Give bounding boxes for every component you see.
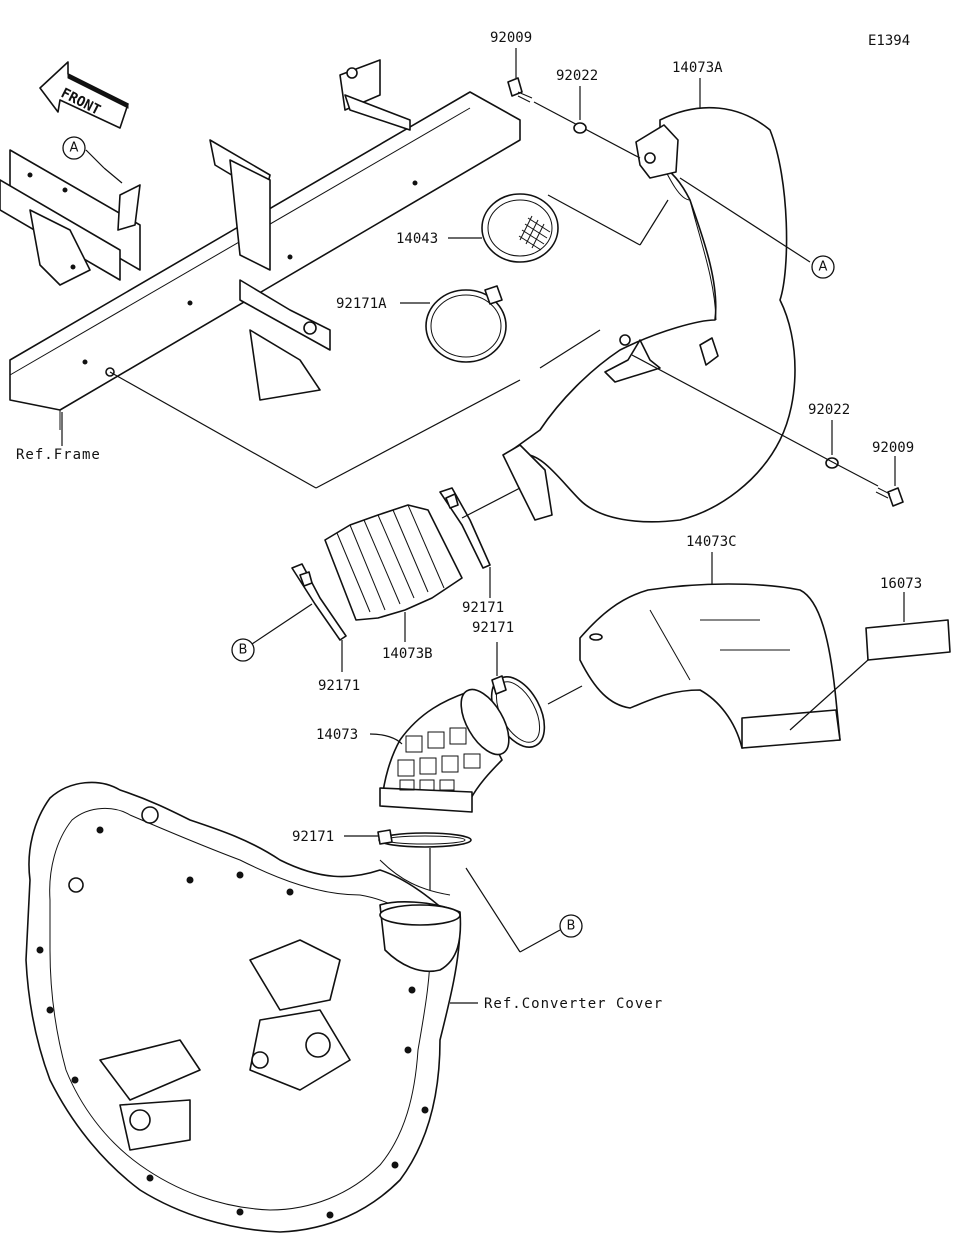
label-92022-right: 92022 <box>808 402 850 418</box>
sticker-16073 <box>865 619 951 661</box>
callout-b-bottom <box>559 914 583 938</box>
callout-b-left <box>231 638 255 662</box>
screw-92009-right <box>875 487 904 507</box>
bellows-14073b <box>324 504 463 621</box>
clamp-92171-left <box>291 563 347 641</box>
label-92009-top: 92009 <box>490 30 532 46</box>
front-arrow-icon: FRONT <box>39 61 129 129</box>
label-92171-upper: 92171 <box>462 600 504 616</box>
screen-14043 <box>481 193 559 263</box>
svg-text:B: B <box>239 643 248 658</box>
svg-text:A: A <box>819 260 828 275</box>
screw-92009-top <box>507 77 533 103</box>
label-92171-bottom: 92171 <box>292 829 334 845</box>
label-14043: 14043 <box>396 231 438 247</box>
svg-text:B: B <box>567 919 576 934</box>
clamp-92171-bottom <box>377 829 472 848</box>
duct-14073c <box>579 583 841 749</box>
label-14073: 14073 <box>316 727 358 743</box>
washer-92022-top <box>573 122 587 134</box>
label-92171a: 92171A <box>336 296 387 312</box>
callout-a-left <box>62 136 86 160</box>
ref-frame-label: Ref.Frame <box>16 447 101 463</box>
label-16073: 16073 <box>880 576 922 592</box>
clamp-92171a <box>425 285 507 363</box>
label-14073a: 14073A <box>672 60 723 76</box>
ref-converter-cover-label: Ref.Converter Cover <box>484 996 663 1012</box>
label-14073b: 14073B <box>382 646 433 662</box>
frame-structure <box>0 59 521 430</box>
label-92022-top: 92022 <box>556 68 598 84</box>
duct-14073a <box>502 106 796 523</box>
converter-cover <box>25 781 462 1233</box>
elbow-14073 <box>379 688 510 813</box>
callout-a-right <box>811 255 835 279</box>
label-92171-mid: 92171 <box>472 620 514 636</box>
diagram-id: E1394 <box>868 33 910 49</box>
label-14073c: 14073C <box>686 534 737 550</box>
label-92009-right: 92009 <box>872 440 914 456</box>
label-92171-left: 92171 <box>318 678 360 694</box>
svg-text:A: A <box>70 141 79 156</box>
clamp-92171-upper <box>439 487 491 569</box>
